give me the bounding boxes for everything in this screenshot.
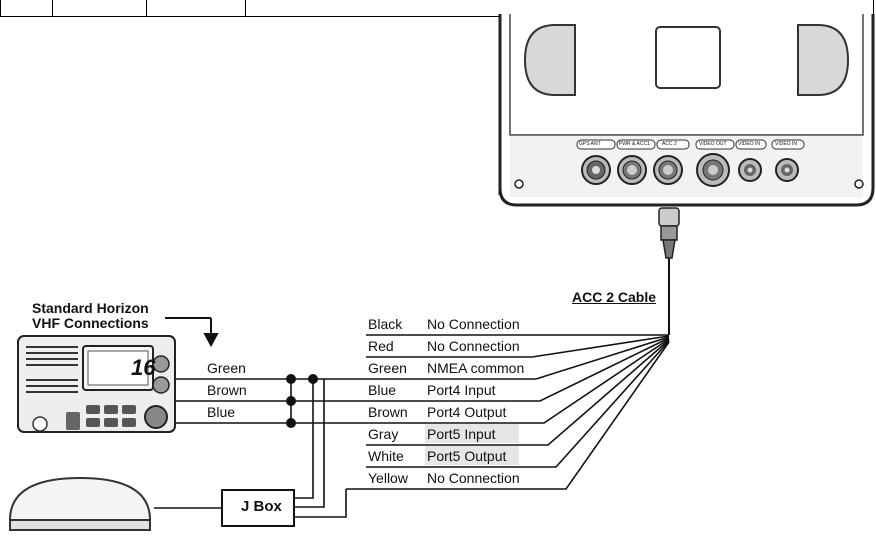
acc2-wire-function: Port4 Output [427, 404, 507, 420]
antenna-dome [8, 476, 152, 531]
table-cell-divider [0, 0, 1, 17]
port-label: ACC 2 [662, 141, 677, 147]
vhf-wire-color: Blue [207, 404, 236, 420]
radio-callout-line2: VHF Connections [32, 315, 149, 331]
acc2-wire-function: NMEA common [427, 360, 525, 376]
jbox [221, 489, 295, 527]
jbox-label: J Box [241, 498, 282, 515]
acc2-wire-function: No Connection [427, 470, 520, 486]
port5-output-highlight [425, 446, 519, 465]
vhf-wires [176, 378, 366, 424]
connector-ports [581, 153, 799, 187]
video-in-port-1 [738, 158, 762, 182]
radio-channel-display: 16 [131, 355, 156, 380]
vhf-wire-color: Brown [207, 382, 247, 398]
table-cell-divider [146, 0, 147, 17]
acc2-wire-color: Gray [368, 426, 399, 442]
table-cell-divider [245, 0, 246, 17]
acc2-wire-color: Blue [368, 382, 397, 398]
acc2-wire-function: Port4 Input [427, 382, 496, 398]
table-cell-divider [52, 0, 53, 17]
callout-arrow [165, 317, 219, 348]
port5-input-highlight [425, 424, 519, 443]
acc2-wire-fan [366, 334, 670, 490]
acc2-cable-label: ACC 2 Cable [572, 289, 657, 305]
connector-label-strip [576, 139, 805, 150]
table-cell-divider [873, 0, 874, 17]
port-label: VIDEO IN [775, 141, 797, 147]
acc2-wire-color: White [368, 448, 404, 464]
acc2-wire-function: No Connection [427, 338, 520, 354]
radio-callout-line1: Standard Horizon [32, 300, 149, 316]
video-out-port [696, 153, 730, 187]
acc2-wire-function: No Connection [427, 316, 520, 332]
port-label: VIDEO OUT [699, 141, 727, 147]
acc2-wire-function: Port5 Input [427, 426, 496, 442]
vhf-radio [17, 335, 176, 433]
acc2-wire-function: Port5 Output [427, 448, 507, 464]
acc2-wire-color: Red [368, 338, 394, 354]
acc2-wire-color: Yellow [368, 470, 408, 486]
vhf-wire-color: Green [207, 360, 246, 376]
acc2-wire-color: Brown [368, 404, 408, 420]
jbox-connections [154, 379, 366, 518]
gps-ant-port [581, 155, 611, 185]
port-label: GPS ANT [579, 141, 601, 147]
header-table-strip [0, 0, 874, 17]
video-in-port-2 [775, 158, 799, 182]
acc2-wire-color: Green [368, 360, 407, 376]
acc2-wire-color: Black [368, 316, 403, 332]
display-unit-rear [498, 14, 875, 207]
acc2-port [653, 155, 683, 185]
port-label: VIDEO IN [738, 141, 760, 147]
port-label: PWR & ACC1 [619, 141, 650, 147]
pwr-acc1-port [617, 155, 647, 185]
junction-dots [286, 374, 318, 428]
acc2-cable-plug [658, 207, 680, 335]
